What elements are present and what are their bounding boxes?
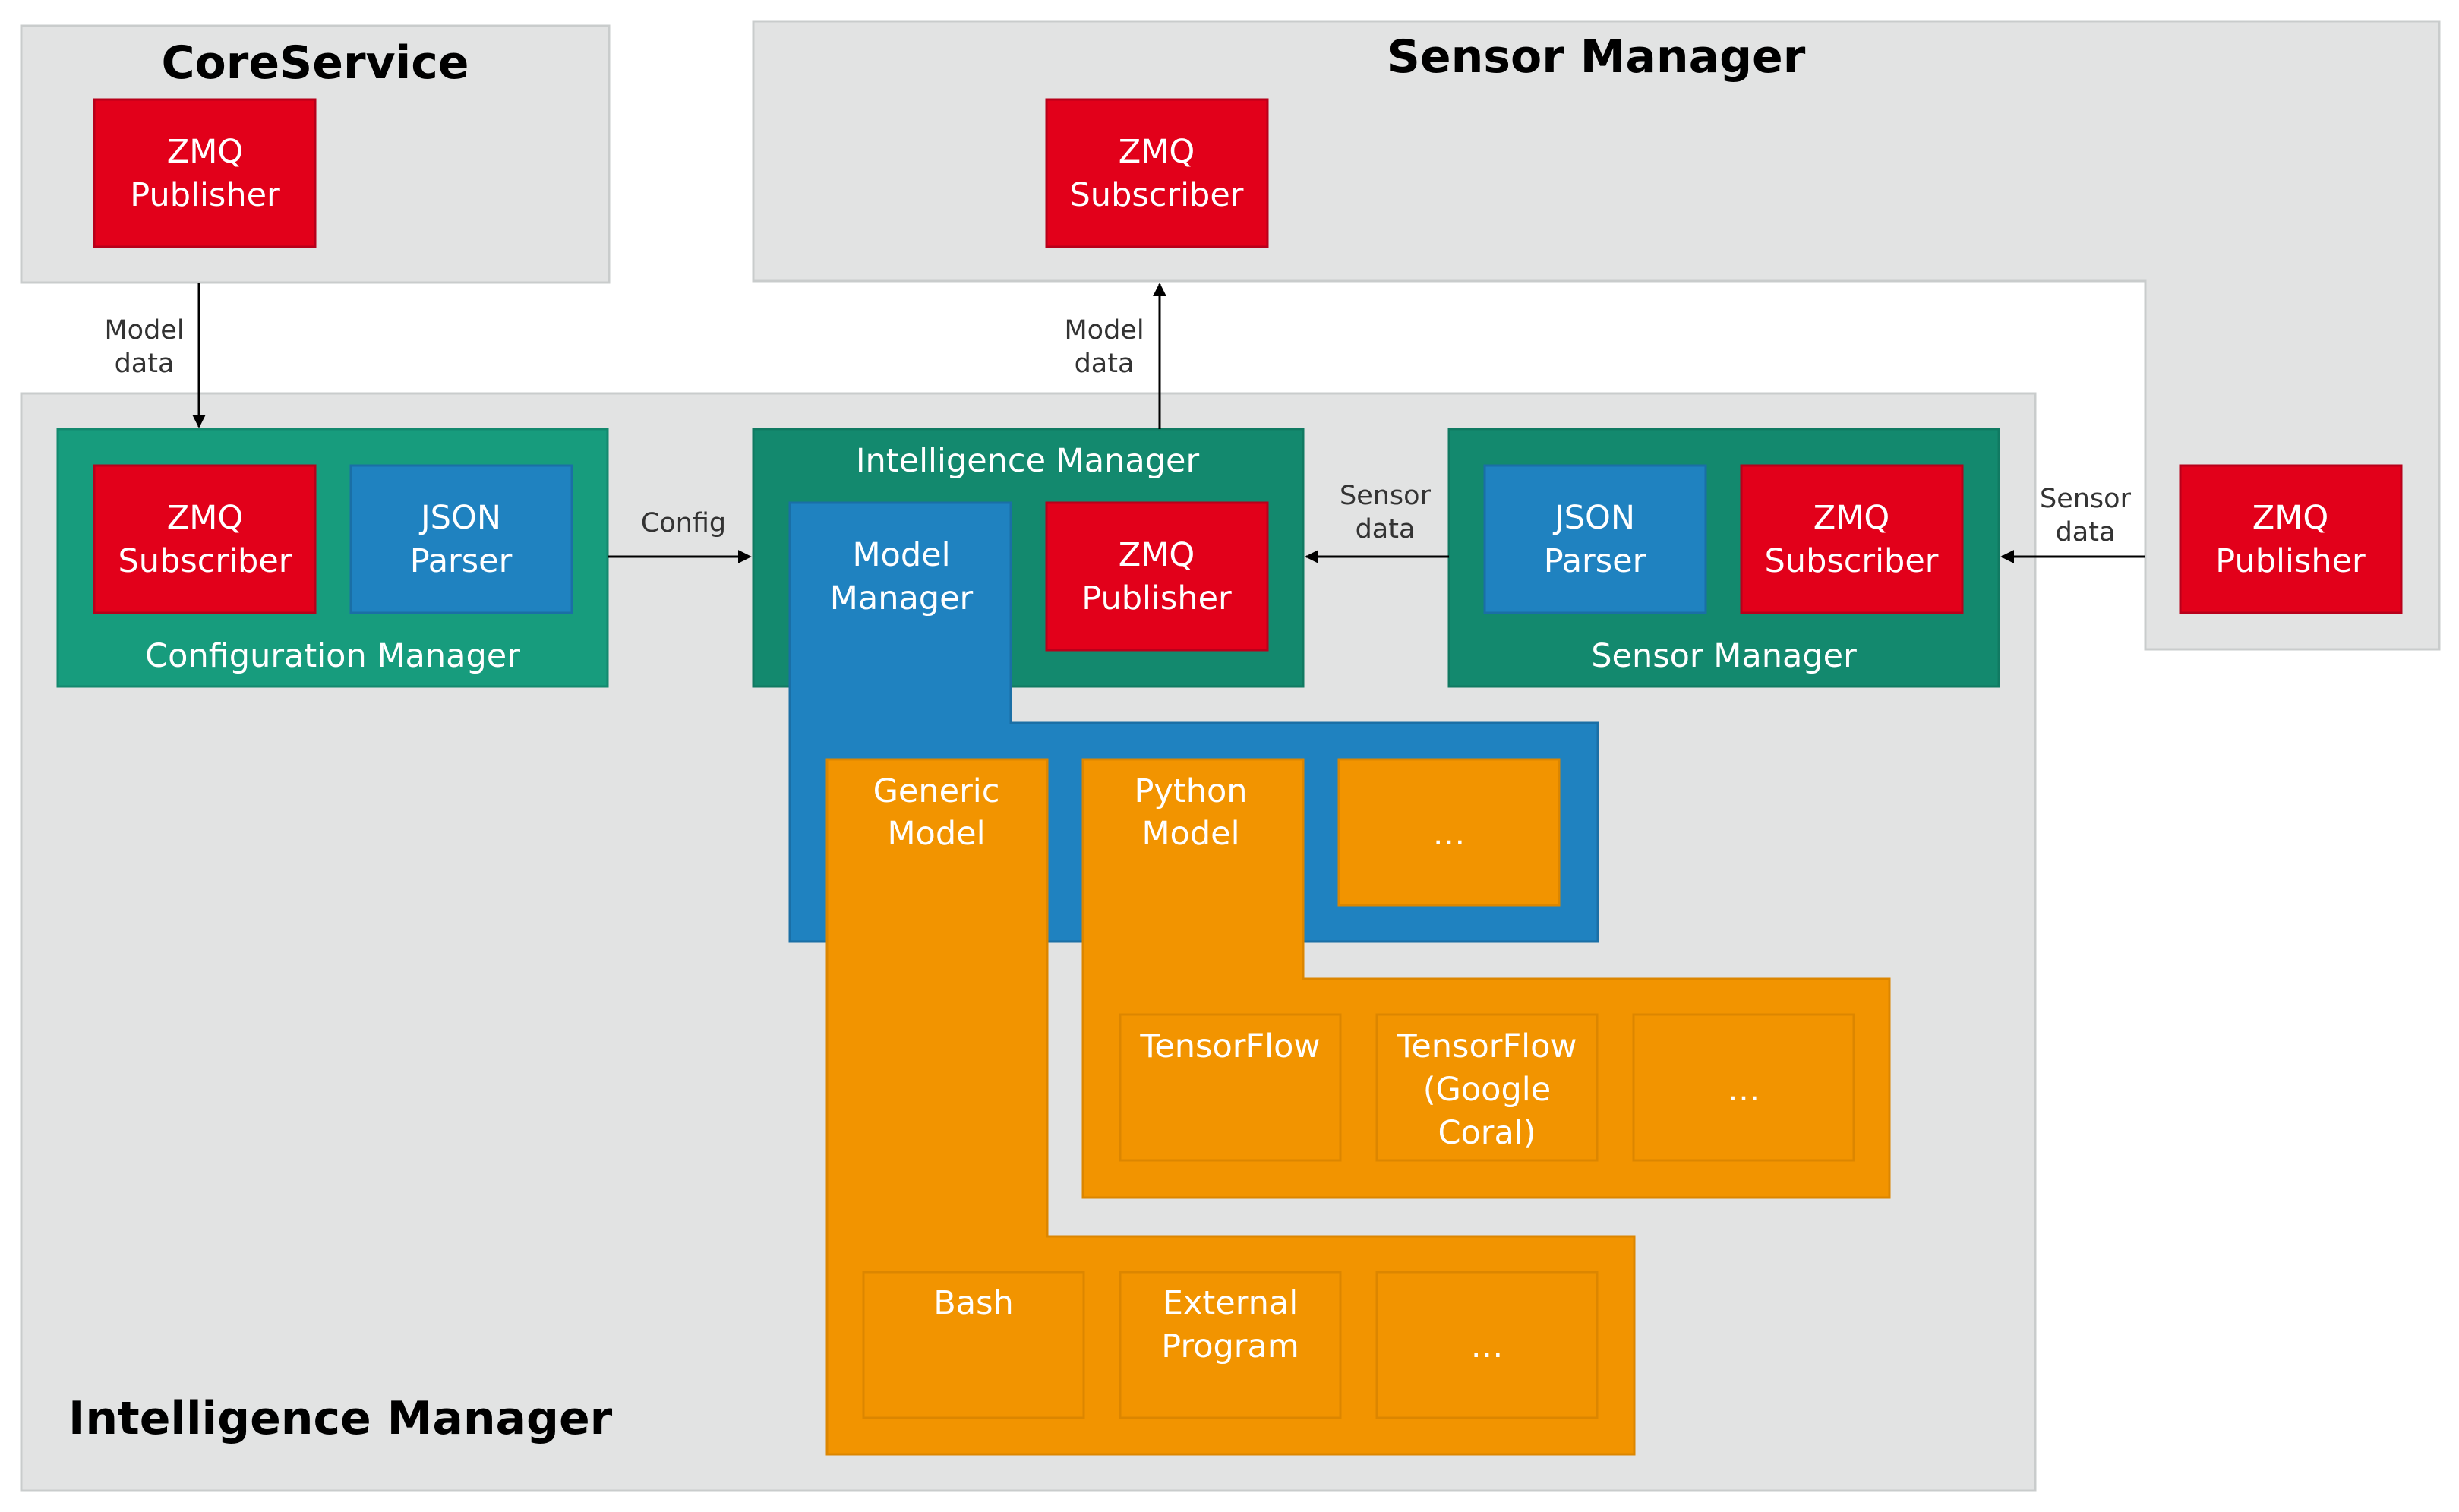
other-model-box	[1337, 758, 1561, 907]
sensor-manager-zmq-publisher	[2179, 464, 2403, 614]
generic-model: Generic Model Bash External Program …	[825, 758, 1636, 1456]
edge-config-label: Config	[641, 508, 726, 538]
python-model-box	[1081, 758, 1891, 1199]
config-zmq-subscriber-line1: ZMQ	[167, 499, 243, 537]
sensor-manager-top-container: Sensor Manager ZMQ Subscriber ZMQ Publis…	[752, 20, 2441, 651]
sensor-manager-inner-label: Sensor Manager	[1591, 637, 1857, 675]
python-other-label: …	[1728, 1071, 1760, 1109]
edge-model-data-in-label2: data	[115, 349, 175, 379]
configuration-manager-label: Configuration Manager	[145, 637, 520, 675]
generic-model-line2: Model	[887, 815, 985, 853]
config-zmq-subscriber-line2: Subscriber	[118, 542, 292, 580]
tensorflow-coral-line1: TensorFlow	[1396, 1027, 1577, 1065]
edge-model-data-in-label1: Model	[104, 315, 184, 346]
python-other-box	[1632, 1013, 1855, 1162]
tensorflow-coral-line2: (Google	[1423, 1071, 1551, 1109]
configuration-manager: ZMQ Subscriber JSON Parser Configuration…	[56, 428, 609, 688]
external-program-box	[1119, 1271, 1342, 1419]
sensor-zmq-subscriber	[1740, 464, 1964, 614]
sensor-manager-zmq-publisher-line2: Publisher	[2215, 542, 2366, 580]
generic-other-label: …	[1471, 1327, 1504, 1365]
coreservice-zmq-publisher-line1: ZMQ	[167, 133, 243, 171]
sensor-zmq-subscriber-line2: Subscriber	[1765, 542, 1939, 580]
sensor-json-parser	[1483, 464, 1707, 614]
im-zmq-publisher-line1: ZMQ	[1119, 536, 1195, 574]
sensor-json-parser-line1: JSON	[1552, 499, 1635, 537]
config-json-parser	[349, 464, 573, 614]
sensor-manager-zmq-subscriber-line1: ZMQ	[1119, 133, 1195, 171]
edges: Model data Model data Config Sensor data…	[104, 283, 2145, 563]
edge-sensor-data-inner-label2: data	[1356, 514, 1416, 545]
sensor-manager-zmq-subscriber	[1045, 98, 1269, 248]
intelligence-manager-inner-label: Intelligence Manager	[856, 442, 1200, 480]
other-model: …	[1337, 758, 1561, 907]
coreservice-container: CoreService ZMQ Publisher	[20, 24, 611, 284]
generic-other-box	[1375, 1271, 1599, 1419]
other-model-label: …	[1433, 815, 1466, 853]
edge-model-data-out-label2: data	[1075, 349, 1135, 379]
sensor-manager-inner: JSON Parser ZMQ Subscriber Sensor Manage…	[1447, 428, 2000, 688]
im-zmq-publisher-line2: Publisher	[1081, 579, 1232, 617]
config-json-parser-line2: Parser	[410, 542, 513, 580]
bash-label: Bash	[933, 1284, 1014, 1322]
tensorflow-box	[1119, 1013, 1342, 1162]
python-model-line1: Python	[1134, 772, 1247, 810]
config-zmq-subscriber	[93, 464, 317, 614]
external-program-line1: External	[1163, 1284, 1298, 1322]
config-json-parser-line1: JSON	[418, 499, 501, 537]
sensor-manager-top-title: Sensor Manager	[1387, 30, 1806, 84]
edge-sensor-data-outer-label2: data	[2056, 517, 2116, 548]
sensor-json-parser-line2: Parser	[1544, 542, 1646, 580]
external-program-line2: Program	[1161, 1327, 1299, 1365]
model-manager-line2: Manager	[830, 579, 974, 617]
coreservice-zmq-publisher	[93, 98, 317, 248]
model-manager-line1: Model	[852, 536, 950, 574]
intelligence-manager-title: Intelligence Manager	[68, 1392, 613, 1445]
edge-sensor-data-inner-label1: Sensor	[1340, 481, 1432, 511]
edge-model-data-out-label1: Model	[1064, 315, 1144, 346]
im-zmq-publisher	[1045, 501, 1269, 652]
sensor-manager-zmq-publisher-line1: ZMQ	[2252, 499, 2328, 537]
coreservice-zmq-publisher-line2: Publisher	[130, 176, 280, 214]
generic-model-line1: Generic	[873, 772, 1000, 810]
edge-sensor-data-outer-label1: Sensor	[2040, 484, 2132, 514]
python-model-line2: Model	[1141, 815, 1239, 853]
tensorflow-coral-line3: Coral)	[1438, 1114, 1536, 1152]
generic-model-box	[825, 758, 1636, 1456]
bash-box	[862, 1271, 1085, 1419]
coreservice-title: CoreService	[162, 36, 469, 90]
tensorflow-label: TensorFlow	[1139, 1027, 1320, 1065]
sensor-manager-zmq-subscriber-line2: Subscriber	[1070, 176, 1244, 214]
python-model: Python Model TensorFlow TensorFlow (Goog…	[1081, 758, 1891, 1199]
tensorflow-coral-box	[1375, 1013, 1599, 1162]
sensor-zmq-subscriber-line1: ZMQ	[1813, 499, 1889, 537]
